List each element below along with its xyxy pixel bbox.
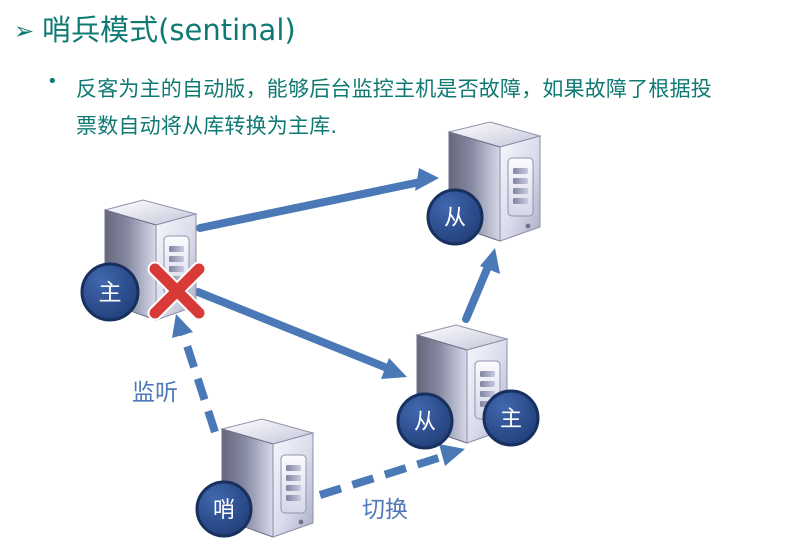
arrow-master-to-slave-top <box>196 168 439 232</box>
description-line-2: 票数自动将从库转换为主库. <box>76 114 338 138</box>
arrow-new-master-to-slave-top <box>462 248 500 323</box>
arrow-sentinel-switch-slave <box>318 444 465 499</box>
page-title: 哨兵模式(sentinal) <box>42 13 296 47</box>
title-marker-icon: ➢ <box>14 16 35 45</box>
title-row: ➢ 哨兵模式(sentinal) <box>14 16 296 45</box>
monitor-label: 监听 <box>132 380 178 406</box>
switch-label: 切换 <box>362 497 408 523</box>
description-line-1: 反客为主的自动版，能够后台监控主机是否故障，如果故障了根据投 <box>76 77 712 101</box>
arrow-sentinel-monitor-master <box>172 314 219 434</box>
badge-slave-top: 从 <box>426 188 484 246</box>
master-label: 主 <box>99 280 122 306</box>
description-text: 反客为主的自动版，能够后台监控主机是否故障，如果故障了根据投 票数自动将从库转换… <box>76 71 767 145</box>
bullet-icon: • <box>47 71 58 92</box>
badge-slave-right: 从 <box>396 392 454 450</box>
new-master-label: 主 <box>500 407 522 432</box>
slave-right-label: 从 <box>414 410 436 435</box>
badge-sentinel: 哨 <box>195 480 253 538</box>
badge-master: 主 <box>80 262 140 322</box>
failed-master-cross-icon <box>147 261 207 321</box>
sentinel-label: 哨 <box>213 498 235 523</box>
edges <box>172 168 500 499</box>
arrow-master-to-slave-right <box>194 288 407 379</box>
slave-top-label: 从 <box>444 206 466 231</box>
badge-new-master: 主 <box>482 389 540 447</box>
